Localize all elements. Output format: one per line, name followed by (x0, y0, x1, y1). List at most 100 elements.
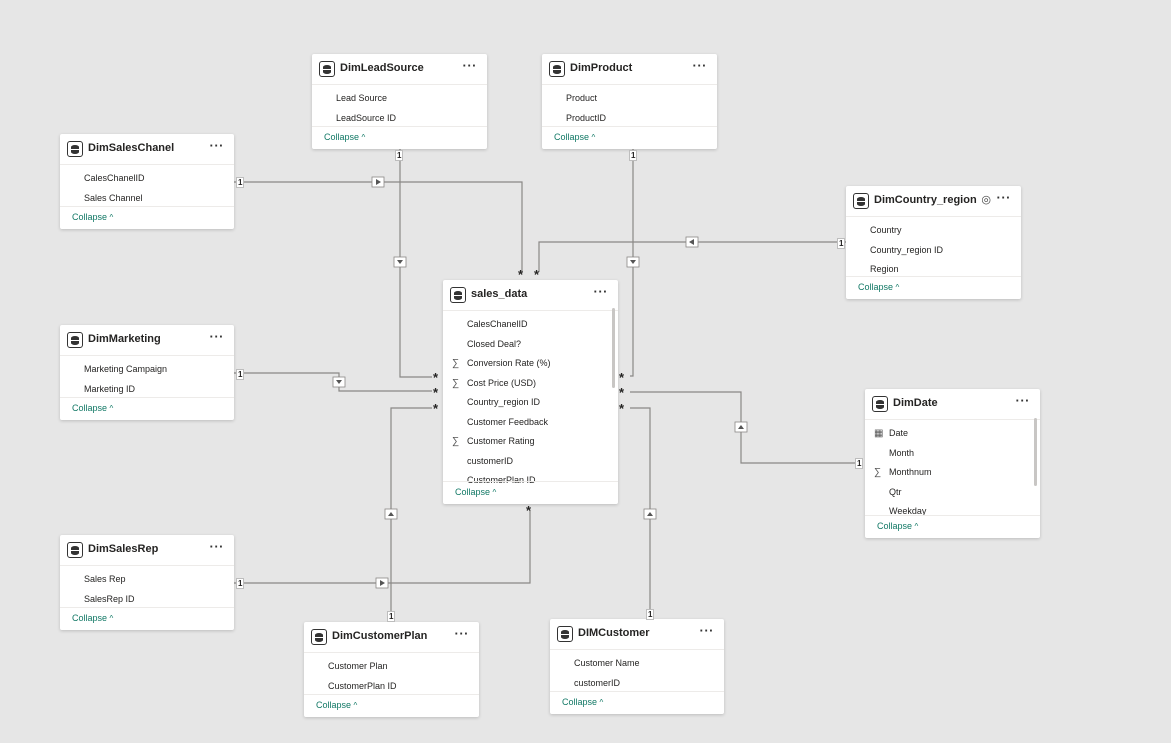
scrollbar[interactable] (1034, 418, 1037, 486)
field-row[interactable]: Lead Source (312, 89, 487, 109)
field-row[interactable]: Region (846, 260, 1021, 280)
table-header[interactable]: DimCustomerPlan··· (304, 622, 479, 653)
table-header[interactable]: DimSalesChanel ··· (60, 134, 234, 165)
field-row[interactable]: Customer Plan (304, 657, 479, 677)
more-options-icon[interactable]: ··· (209, 138, 224, 153)
collapse-button[interactable]: Collapse ^ (858, 282, 899, 292)
more-options-icon[interactable]: ··· (996, 190, 1011, 205)
scrollbar[interactable] (612, 308, 615, 388)
relationship-line[interactable] (390, 407, 432, 620)
field-row[interactable]: CalesChanelID (60, 169, 234, 189)
more-options-icon[interactable]: ··· (593, 284, 608, 299)
field-row[interactable]: Marketing ID (60, 380, 234, 400)
more-options-icon[interactable]: ··· (462, 58, 477, 73)
field-row[interactable]: Country_region ID (443, 393, 618, 413)
field-row[interactable]: Customer Name (550, 654, 724, 674)
field-row[interactable]: ProductID (542, 109, 717, 129)
collapse-button[interactable]: Collapse ^ (455, 487, 496, 497)
field-row[interactable]: Country (846, 221, 1021, 241)
table-title: DimCountry_region (874, 194, 977, 206)
more-options-icon[interactable]: ··· (692, 58, 707, 73)
field-row[interactable]: Product (542, 89, 717, 109)
field-row[interactable]: Month (865, 444, 1040, 464)
collapse-button[interactable]: Collapse ^ (562, 697, 603, 707)
table-title: DimDate (893, 397, 938, 409)
table-title: sales_data (471, 288, 528, 300)
field-row[interactable]: Closed Deal? (443, 335, 618, 355)
table-header[interactable]: DimSalesRep··· (60, 535, 234, 566)
field-row[interactable]: Weekday (865, 502, 1040, 522)
table-header[interactable]: DIMCustomer··· (550, 619, 724, 650)
collapse-button[interactable]: Collapse ^ (316, 700, 357, 710)
collapse-button[interactable]: Collapse ^ (72, 403, 113, 413)
table-header[interactable]: DimProduct··· (542, 54, 717, 85)
cardinality-many-marker: * (433, 385, 439, 400)
field-label: ProductID (566, 112, 607, 123)
chevron-up-icon: ^ (361, 133, 366, 142)
eye-icon[interactable]: ◎ (981, 194, 991, 206)
collapse-button[interactable]: Collapse ^ (72, 613, 113, 623)
field-row[interactable]: Country_region ID (846, 241, 1021, 261)
filter-direction-icon (643, 508, 657, 520)
field-row[interactable]: CalesChanelID (443, 315, 618, 335)
field-row[interactable]: SalesRep ID (60, 590, 234, 610)
relationship-line[interactable] (234, 372, 432, 392)
table-icon (450, 287, 466, 303)
field-row[interactable]: ∑Customer Rating (443, 432, 618, 452)
relationship-line[interactable] (234, 510, 531, 584)
field-row[interactable]: CustomerPlan ID (304, 677, 479, 697)
field-row[interactable]: Sales Rep (60, 570, 234, 590)
table-header[interactable]: DimMarketing··· (60, 325, 234, 356)
cardinality-one-marker: 1 (837, 238, 846, 249)
table-header[interactable]: DimCountry_region ◎ ··· (846, 186, 1021, 217)
table-header[interactable]: sales_data ··· (443, 280, 618, 311)
more-options-icon[interactable]: ··· (454, 626, 469, 641)
field-row[interactable]: CustomerPlan ID (443, 471, 618, 491)
field-row[interactable]: LeadSource ID (312, 109, 487, 129)
field-row[interactable]: ∑Cost Price (USD) (443, 374, 618, 394)
relationship-line[interactable] (630, 149, 634, 377)
collapse-button[interactable]: Collapse ^ (324, 132, 365, 142)
more-options-icon[interactable]: ··· (1015, 393, 1030, 408)
table-header[interactable]: DimLeadSource··· (312, 54, 487, 85)
field-row[interactable]: Sales Channel (60, 189, 234, 209)
field-row[interactable]: Qtr (865, 483, 1040, 503)
table-header[interactable]: DimDate ··· (865, 389, 1040, 420)
collapse-button[interactable]: Collapse ^ (877, 521, 918, 531)
field-row[interactable]: ∑ Monthnum (865, 463, 1040, 483)
collapse-button[interactable]: Collapse ^ (554, 132, 595, 142)
relationship-line[interactable] (399, 149, 432, 378)
field-row[interactable]: customerID (443, 452, 618, 472)
table-title: DimSalesChanel (88, 142, 175, 154)
relationship-line[interactable] (538, 241, 846, 272)
relationship-line[interactable] (630, 391, 860, 464)
relationship-line[interactable] (234, 181, 523, 272)
field-row[interactable]: ∑Conversion Rate (%) (443, 354, 618, 374)
collapse-button[interactable]: Collapse ^ (72, 212, 113, 222)
field-row[interactable]: ▦Date (865, 424, 1040, 444)
relationship-line[interactable] (630, 407, 651, 616)
calendar-icon: ▦ (874, 428, 884, 439)
field-row[interactable]: Customer Feedback (443, 413, 618, 433)
filter-direction-icon (371, 176, 385, 188)
more-options-icon[interactable]: ··· (209, 539, 224, 554)
more-options-icon[interactable]: ··· (209, 329, 224, 344)
field-label: Monthnum (889, 467, 932, 477)
sum-icon: ∑ (874, 467, 882, 478)
field-row[interactable]: Marketing Campaign (60, 360, 234, 380)
more-options-icon[interactable]: ··· (699, 623, 714, 638)
cardinality-one-marker: 1 (236, 369, 245, 380)
field-row[interactable]: customerID (550, 674, 724, 694)
